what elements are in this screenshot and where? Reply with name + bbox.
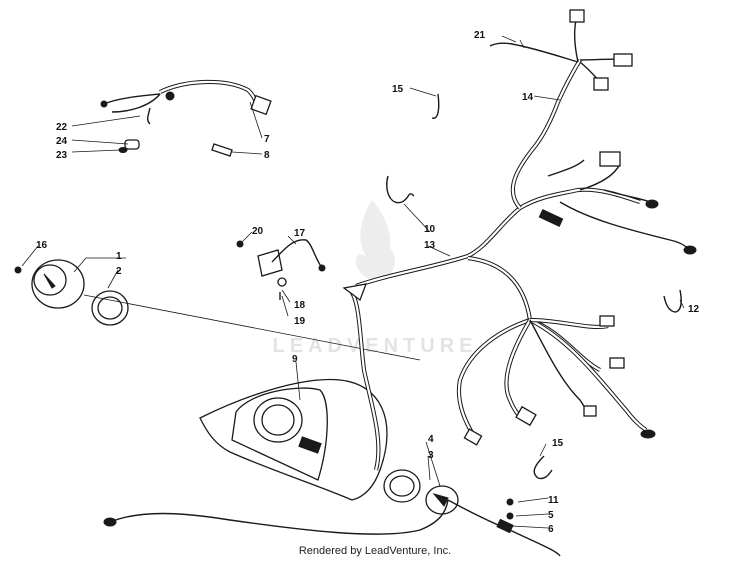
sub-harness-upper-right	[489, 9, 633, 210]
callout-6: 6	[548, 524, 554, 535]
callout-4: 4	[428, 434, 434, 445]
callout-15-lower: 15	[552, 438, 564, 449]
callout-3: 3	[428, 450, 434, 461]
watermark: LEADVENTURE	[272, 200, 477, 357]
callouts: 1 2 3 4 5 6 7 8 9 10 11 12 13 14 15 15 1…	[36, 30, 700, 535]
callout-14: 14	[522, 92, 534, 103]
sub-harness-upper-left	[100, 79, 272, 157]
callout-2: 2	[116, 266, 122, 277]
callout-23: 23	[56, 150, 68, 161]
watermark-text: LEADVENTURE	[272, 335, 477, 357]
callout-24: 24	[56, 136, 68, 147]
callout-17: 17	[294, 228, 306, 239]
callout-10: 10	[424, 224, 436, 235]
callout-5: 5	[548, 510, 554, 521]
callout-20: 20	[252, 226, 264, 237]
callout-1: 1	[116, 251, 122, 262]
gauge-assembly-lower	[103, 469, 561, 557]
callout-18: 18	[294, 300, 306, 311]
callout-19: 19	[294, 316, 306, 327]
callout-7: 7	[264, 134, 270, 145]
bracket-assembly	[236, 239, 326, 300]
callout-12: 12	[688, 304, 700, 315]
speedometer-assembly	[14, 259, 421, 361]
watermark-flame-icon	[355, 200, 396, 280]
footer-credit: Rendered by LeadVenture, Inc.	[298, 545, 452, 557]
hood-dash-panel	[199, 378, 388, 501]
callout-11: 11	[548, 495, 559, 506]
callout-15-upper: 15	[392, 84, 404, 95]
leader-lines	[21, 35, 685, 529]
callout-13: 13	[424, 240, 436, 251]
callout-9: 9	[292, 354, 298, 365]
misc-clips	[386, 93, 682, 480]
main-wiring-harness	[342, 151, 697, 471]
callout-16: 16	[36, 240, 48, 251]
callout-21: 21	[474, 30, 486, 41]
callout-8: 8	[264, 150, 270, 161]
callout-22: 22	[56, 122, 68, 133]
